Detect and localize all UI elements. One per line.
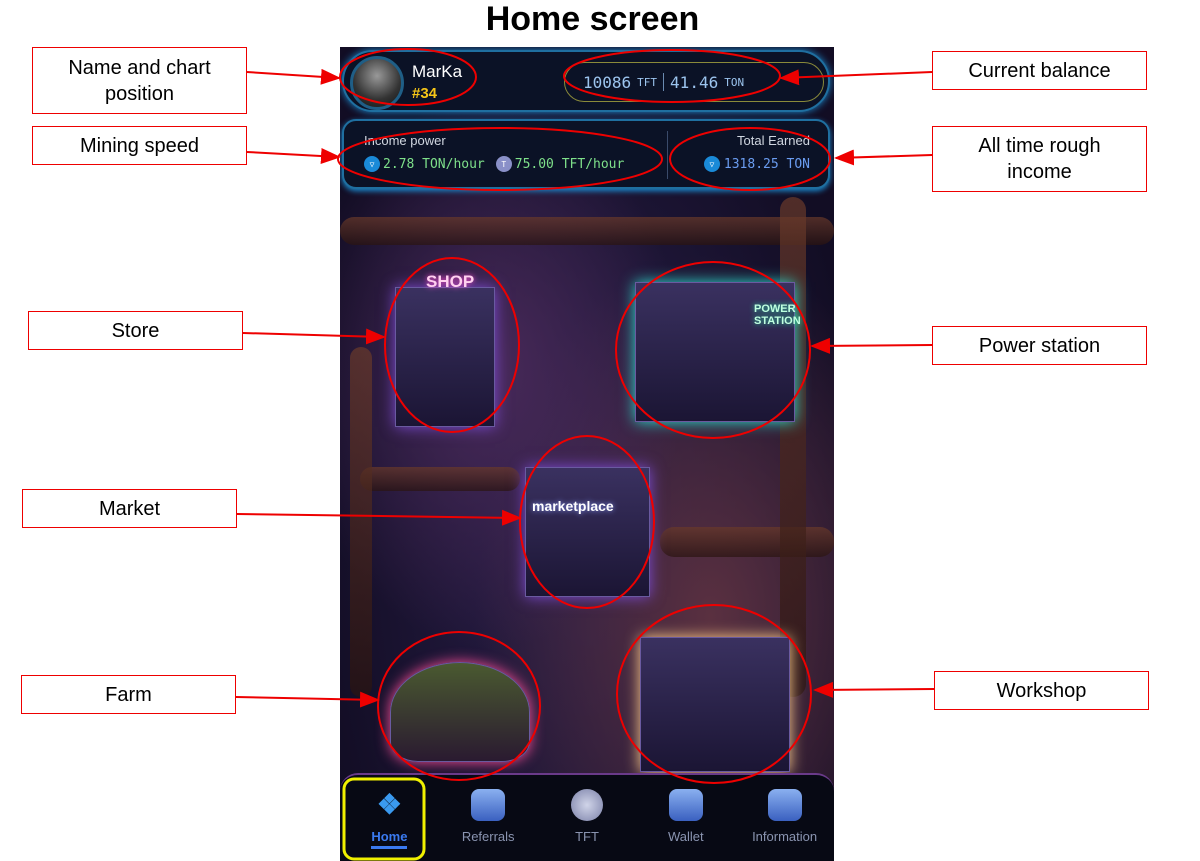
- game-screen: SHOP POWER STATION marketplace MarKa #34…: [340, 47, 834, 861]
- people-icon: [471, 789, 506, 821]
- tab-tft[interactable]: TFT: [538, 775, 637, 861]
- ton-balance: 41.46: [670, 72, 719, 92]
- annotation-name: Name and chart position: [32, 47, 247, 114]
- player-name: MarKa: [412, 62, 463, 81]
- tab-label: Referrals: [461, 829, 515, 844]
- tab-information[interactable]: Information: [735, 775, 834, 861]
- avatar[interactable]: [350, 56, 404, 110]
- ton-unit: TON: [724, 75, 745, 89]
- ton-coin-icon: ▽: [364, 156, 380, 172]
- tft-rate: 75.00 TFT/hour: [514, 156, 625, 172]
- tab-label: Home: [371, 829, 408, 849]
- tft-unit: TFT: [637, 75, 658, 89]
- workshop-building[interactable]: [640, 637, 790, 772]
- annotation-market: Market: [22, 489, 237, 528]
- marketplace-building[interactable]: marketplace: [525, 467, 650, 597]
- book-icon: [767, 789, 802, 821]
- farm-building[interactable]: [390, 662, 530, 762]
- shop-building[interactable]: SHOP: [395, 272, 495, 427]
- ton-rate: 2.78 TON/hour: [383, 156, 485, 172]
- marketplace-sign: marketplace: [532, 498, 614, 514]
- tft-balance: 10086: [583, 72, 632, 92]
- annotation-store: Store: [28, 311, 243, 350]
- tft-coin-icon: T: [495, 156, 512, 172]
- wallet-icon: [668, 789, 703, 821]
- cubes-icon: ❖: [376, 789, 402, 820]
- power-station-building[interactable]: POWER STATION: [635, 282, 801, 422]
- annotation-power: Power station: [932, 326, 1147, 365]
- tab-referrals[interactable]: Referrals: [439, 775, 538, 861]
- annotation-balance: Current balance: [932, 51, 1147, 90]
- bottom-nav: ❖ Home Referrals TFT Wallet Information: [340, 773, 834, 861]
- divider: [667, 131, 668, 179]
- total-earned-label: Total Earned: [737, 133, 810, 148]
- annotation-mining: Mining speed: [32, 126, 247, 165]
- tab-home[interactable]: ❖ Home: [340, 775, 439, 861]
- divider: [663, 73, 665, 91]
- page-title: Home screen: [485, 0, 700, 38]
- tft-coin-icon: [570, 789, 603, 821]
- power-station-sign: POWER STATION: [754, 303, 801, 327]
- player-rank: #34: [412, 85, 438, 102]
- annotation-income: All time rough income: [932, 126, 1147, 192]
- shop-sign: SHOP: [426, 272, 475, 291]
- total-earned-value: 1318.25 TON: [723, 156, 810, 172]
- annotation-workshop: Workshop: [934, 671, 1149, 710]
- tab-label: Information: [752, 829, 818, 844]
- annotation-farm: Farm: [21, 675, 236, 714]
- balance-display: 10086 TFT 41.46 TON: [564, 62, 824, 102]
- tab-label: Wallet: [667, 829, 704, 844]
- tab-wallet[interactable]: Wallet: [636, 775, 735, 861]
- ton-coin-icon: ▽: [703, 156, 720, 172]
- tab-label: TFT: [575, 829, 599, 844]
